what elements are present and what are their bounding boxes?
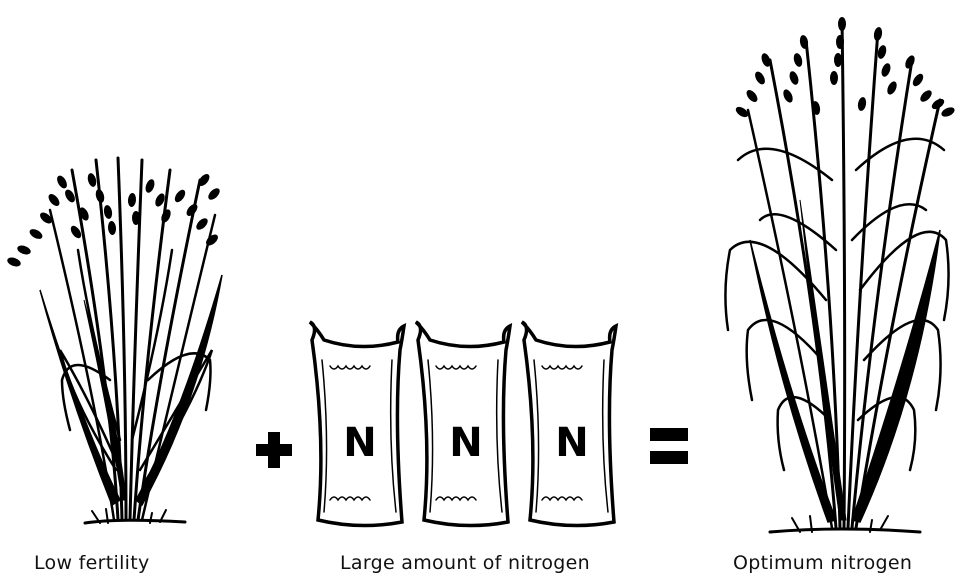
optimum-nitrogen-caption: Optimum nitrogen	[733, 552, 912, 574]
optimum-nitrogen-rice-plant	[725, 17, 956, 532]
low-fertility-rice-plant	[6, 158, 222, 523]
equals-sign-icon	[650, 428, 688, 464]
bag-label-1: N	[343, 420, 376, 466]
bag-label-2: N	[449, 420, 482, 466]
plus-sign-icon	[256, 432, 292, 468]
large-amount-of-nitrogen-caption: Large amount of nitrogen	[340, 552, 590, 574]
bag-label-3: N	[555, 420, 588, 466]
low-fertility-caption: Low fertility	[34, 552, 150, 574]
